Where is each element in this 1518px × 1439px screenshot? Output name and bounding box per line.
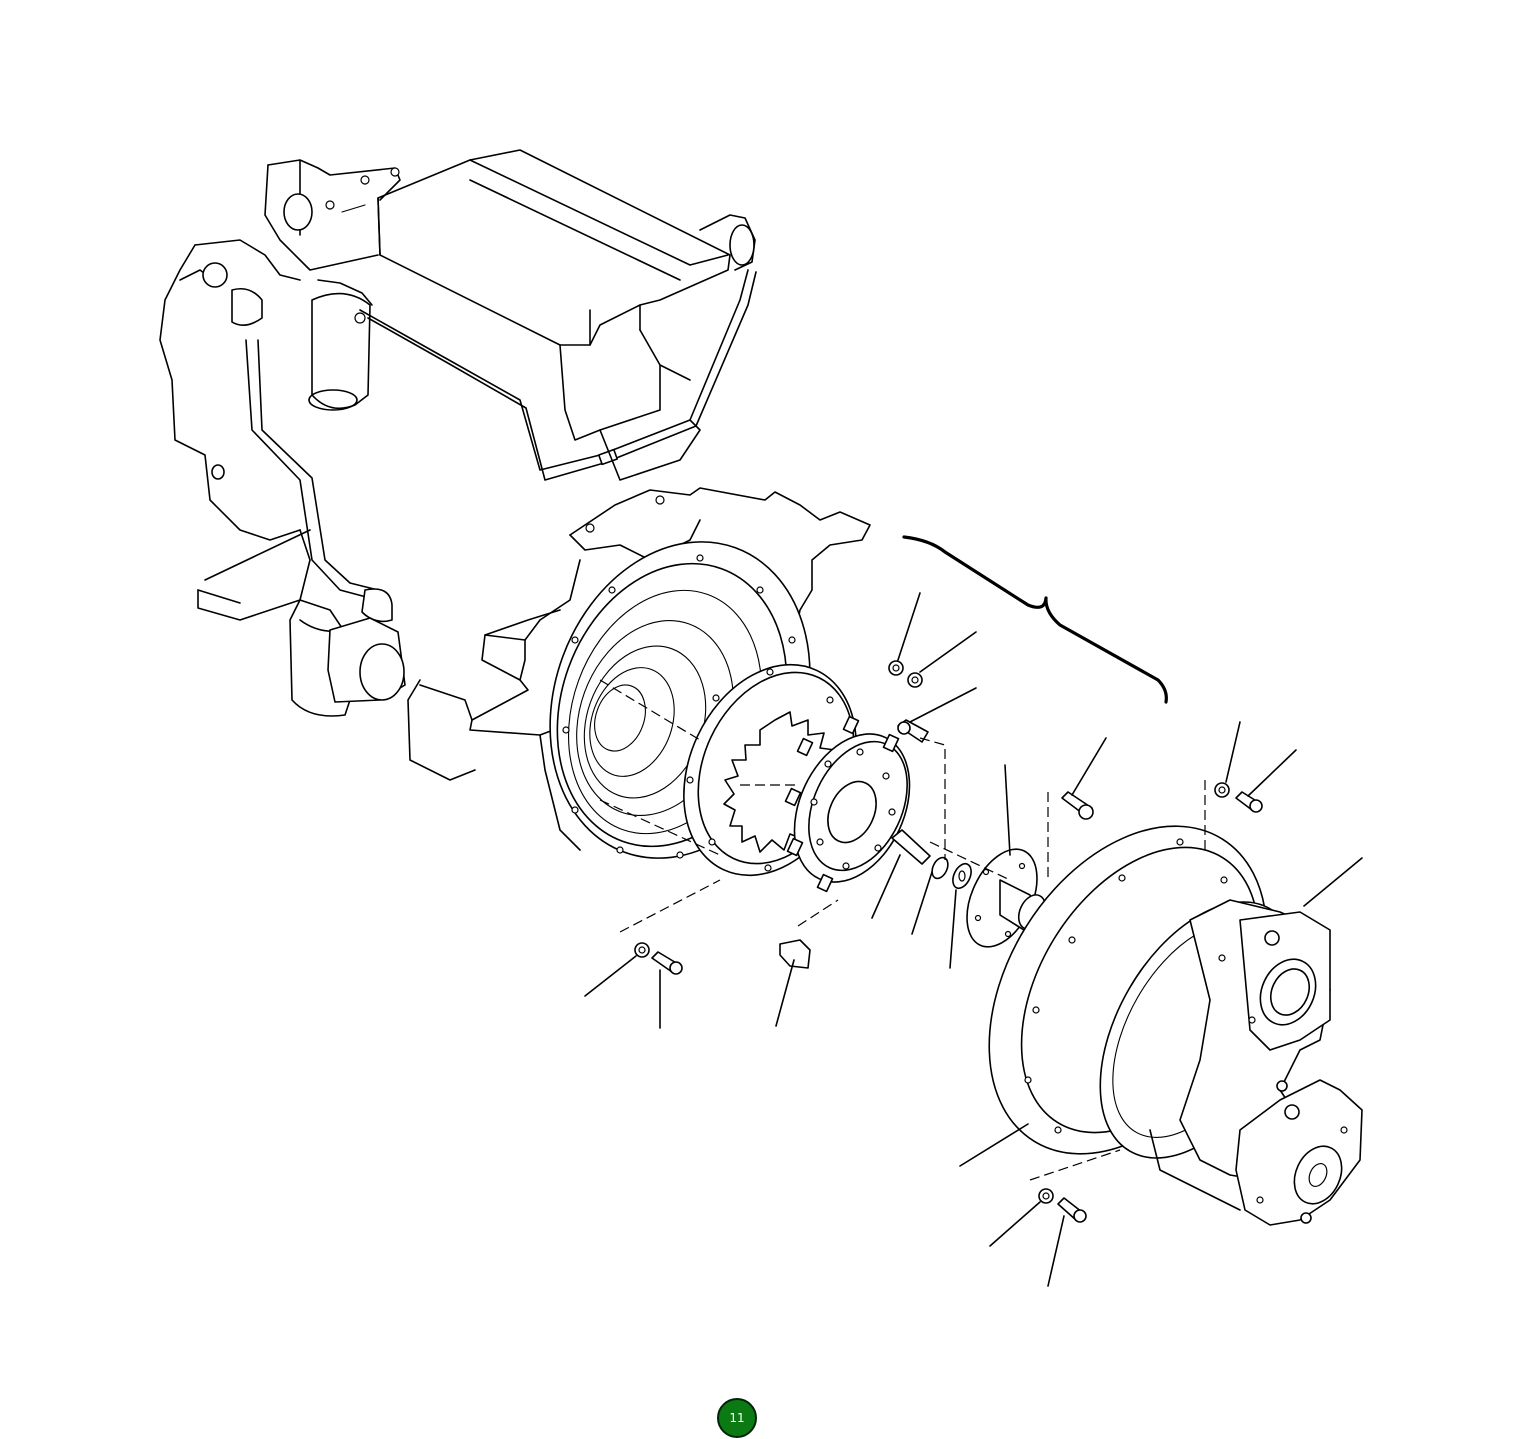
- assembly-brace: [902, 535, 1168, 704]
- pump-drive-gearbox: [1099, 899, 1363, 1226]
- drive-hub: [784, 715, 911, 893]
- engine-block: [159, 149, 757, 781]
- page-number-badge[interactable]: 11: [717, 1398, 757, 1438]
- hardware-parts: [634, 660, 1263, 1223]
- callout-leaders: [584, 592, 1363, 1287]
- alignment-lines: [599, 679, 1206, 1181]
